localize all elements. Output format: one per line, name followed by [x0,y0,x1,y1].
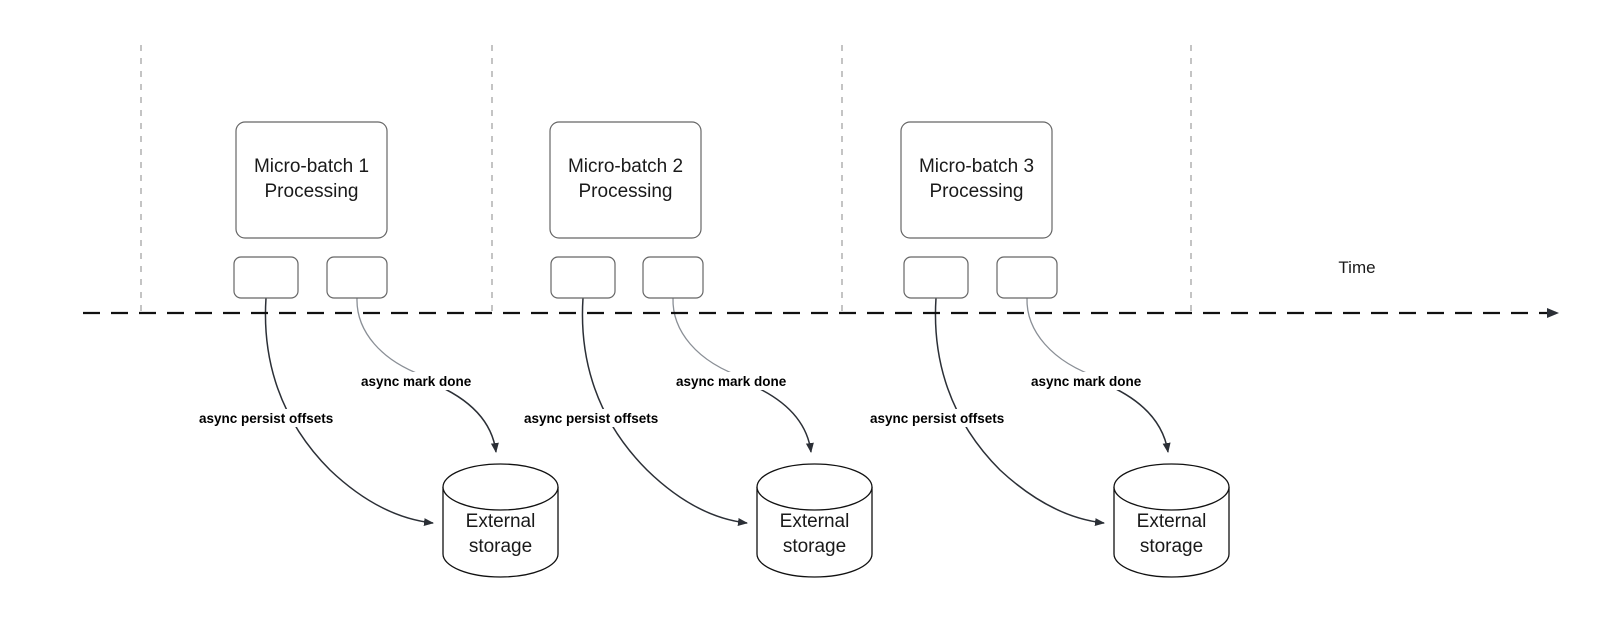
external-storage-1[interactable]: External storage [442,463,559,578]
edge-label-persist-2-text: async persist offsets [524,411,658,426]
group-1: Micro-batch 1 Processing External storag… [197,121,559,578]
external-storage-2[interactable]: External storage [756,463,873,578]
batch-box-2[interactable] [549,121,702,239]
batch-box-1-label-line2: Processing [265,181,359,202]
external-storage-3-label-line1: External [1137,511,1207,532]
edge-label-persist-1: async persist offsets [197,409,373,427]
time-axis-label: Time [1338,258,1375,277]
edge-label-markdone-3-text: async mark done [1031,374,1142,389]
external-storage-3-label-line2: storage [1140,536,1203,557]
persist-task-box-3[interactable] [903,256,969,299]
edge-label-markdone-2: async mark done [674,372,815,390]
connector-markdone-3-lower [1102,382,1171,453]
external-storage-2-label-line1: External [780,511,850,532]
timeline-tick-lines [140,45,1192,313]
external-storage-3[interactable]: External storage [1113,463,1230,578]
batch-box-2-label-line2: Processing [579,181,673,202]
mark-done-task-box-2[interactable] [642,256,704,299]
connector-persist-2 [581,297,748,526]
edge-label-persist-1-text: async persist offsets [199,411,333,426]
persist-task-box-1[interactable] [233,256,299,299]
batch-box-3-label-line1: Micro-batch 3 [919,156,1034,177]
edge-label-markdone-3: async mark done [1029,372,1170,390]
group-3: Micro-batch 3 Processing External storag… [868,121,1230,578]
batch-box-2-label-line1: Micro-batch 2 [568,156,683,177]
group-2: Micro-batch 2 Processing External storag… [522,121,873,578]
mark-done-task-box-3[interactable] [996,256,1058,299]
edge-label-markdone-2-text: async mark done [676,374,787,389]
persist-task-box-2[interactable] [550,256,616,299]
connector-markdone-2-upper [672,297,746,379]
edge-label-persist-2: async persist offsets [522,409,698,427]
connector-persist-1 [264,297,434,527]
external-storage-1-label-line1: External [466,511,536,532]
batch-box-1[interactable] [235,121,388,239]
batch-box-3-label-line2: Processing [930,181,1024,202]
edge-label-markdone-1: async mark done [359,372,500,390]
connector-markdone-1-upper [356,297,431,379]
batch-box-1-label-line1: Micro-batch 1 [254,156,369,177]
connector-markdone-2-lower [746,382,814,453]
time-axis: Time [83,258,1559,318]
connector-persist-3 [934,297,1105,527]
edge-label-persist-3: async persist offsets [868,409,1044,427]
mark-done-task-box-1[interactable] [326,256,388,299]
batch-box-3[interactable] [900,121,1053,239]
external-storage-1-label-line2: storage [469,536,532,557]
edge-label-persist-3-text: async persist offsets [870,411,1004,426]
connector-markdone-3-upper [1026,297,1101,379]
connector-markdone-1-lower [431,382,499,453]
edge-label-markdone-1-text: async mark done [361,374,472,389]
external-storage-2-label-line2: storage [783,536,846,557]
